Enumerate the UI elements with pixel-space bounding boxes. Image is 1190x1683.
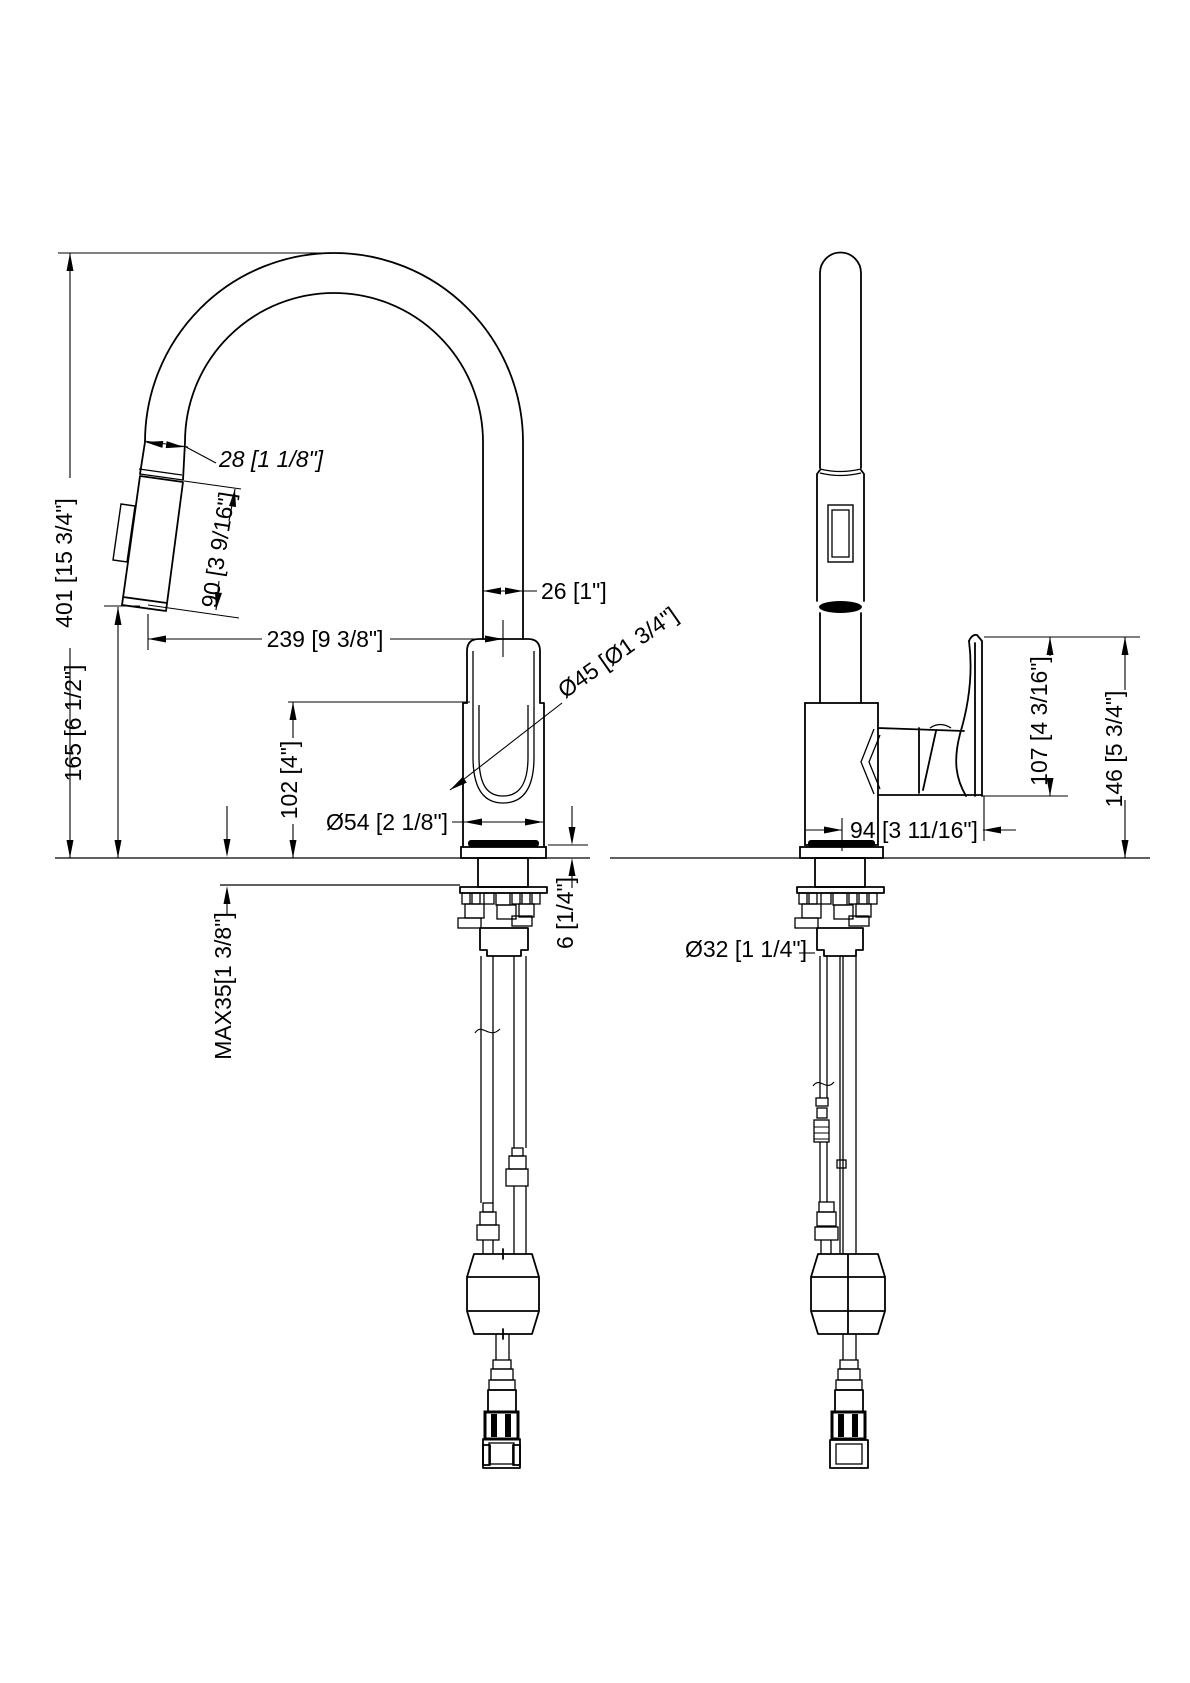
mounting-hardware-side — [794, 857, 885, 957]
dim-28: 28 [1 1/8"] — [143, 440, 324, 472]
dim-165: 165 [6 1/2"] — [60, 605, 140, 858]
dim-107: 107 [4 3/16"] — [982, 636, 1140, 797]
dim-146: 146 [5 3/4"] — [1101, 637, 1129, 858]
dim-6-label: 6 [1/4"] — [552, 877, 578, 949]
dim-26: 26 [1"] — [483, 578, 607, 604]
side-dock-seam — [819, 601, 862, 613]
dim-94: 94 [3 11/16"] — [806, 796, 1016, 851]
side-spout-tube — [819, 251, 862, 469]
dim-102-label: 102 [4"] — [276, 741, 302, 820]
faucet-body-dock-recess — [472, 651, 535, 804]
dim-90-label: 90 [3 9/16"] — [196, 490, 240, 610]
hose-break-mark — [474, 1028, 501, 1034]
dim-26-label: 26 [1"] — [541, 578, 607, 604]
dim-45: Ø45 [Ø1 3/4"] — [449, 602, 682, 791]
quick-connector-front — [482, 1334, 521, 1469]
dim-54: Ø54 [2 1/8"] — [326, 809, 543, 835]
dim-45-label: Ø45 [Ø1 3/4"] — [553, 602, 682, 704]
dim-6: 6 [1/4"] — [548, 806, 588, 949]
hose-weight-side — [810, 1253, 886, 1335]
dim-146-label: 146 [5 3/4"] — [1101, 691, 1127, 808]
side-receiver-tube — [819, 612, 862, 704]
mounting-hardware-front — [457, 857, 548, 957]
dim-32-label: Ø32 [1 1/4"] — [685, 936, 807, 962]
hose-weight-front — [466, 1248, 540, 1340]
dim-32: Ø32 [1 1/4"] — [685, 936, 815, 962]
faucet-body-sleeve — [462, 702, 545, 848]
dim-239: 239 [9 3/8"] — [147, 614, 504, 657]
front-view — [55, 252, 590, 1469]
hose-break-mark-side — [812, 1081, 835, 1087]
spray-head — [121, 475, 184, 612]
supply-hoses-front — [474, 956, 529, 1254]
spout-gooseneck — [139, 252, 524, 640]
dimension-annotations: 401 [15 3/4"] 165 [6 1/2"] 102 [4"] MAX3… — [51, 252, 1140, 1060]
dim-90: 90 [3 9/16"] — [147, 480, 242, 619]
side-view — [610, 251, 1150, 1469]
handle — [877, 633, 983, 797]
dim-max35: MAX35[1 3/8"] — [210, 806, 236, 1060]
dim-28-label: 28 [1 1/8"] — [218, 446, 324, 472]
dim-401: 401 [15 3/4"] — [51, 252, 345, 858]
side-body-waist — [860, 728, 881, 795]
base-gasket — [468, 840, 539, 847]
dim-165-label: 165 [6 1/2"] — [60, 665, 86, 782]
dim-94-label: 94 [3 11/16"] — [850, 817, 978, 843]
side-spout-seam — [819, 468, 862, 477]
dim-max35-label: MAX35[1 3/8"] — [210, 912, 236, 1060]
spray-head-button — [112, 503, 136, 563]
base-flange — [460, 846, 547, 859]
dim-239-label: 239 [9 3/8"] — [267, 626, 384, 652]
dim-401-label: 401 [15 3/4"] — [51, 498, 77, 628]
spray-head-ring — [138, 468, 184, 481]
dim-54-label: Ø54 [2 1/8"] — [326, 809, 448, 835]
side-spray-head — [816, 469, 865, 602]
dim-102: 102 [4"] — [276, 701, 470, 858]
supply-hoses-side — [812, 956, 857, 1254]
side-head-button-inner — [831, 509, 850, 558]
dim-107-label: 107 [4 3/16"] — [1026, 656, 1052, 786]
quick-connector-side — [829, 1334, 869, 1469]
